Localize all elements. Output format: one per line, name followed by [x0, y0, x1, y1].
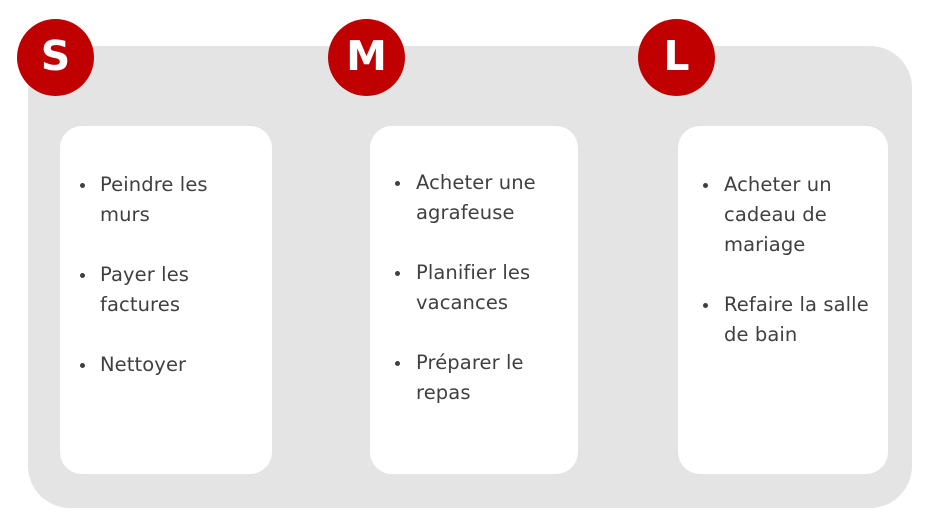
item-list-large: Acheter un cadeau de mariage Refaire la … [692, 170, 874, 350]
badge-size-large[interactable]: L [638, 19, 715, 96]
bullet-icon [395, 271, 400, 276]
bullet-icon [80, 183, 85, 188]
list-item[interactable]: Peindre les murs [74, 170, 258, 230]
list-item[interactable]: Nettoyer [74, 350, 258, 380]
list-item[interactable]: Acheter un cadeau de mariage [692, 170, 874, 260]
list-item[interactable]: Préparer le repas [384, 348, 564, 408]
bullet-icon [80, 363, 85, 368]
badge-label: L [663, 32, 690, 80]
item-list-small: Peindre les murs Payer les factures Nett… [74, 170, 258, 380]
badge-size-small[interactable]: S [17, 19, 94, 96]
badge-size-medium[interactable]: M [328, 19, 405, 96]
list-item-label: Nettoyer [100, 353, 187, 376]
list-item-label: Préparer le repas [416, 351, 524, 404]
bullet-icon [80, 273, 85, 278]
badge-label: S [40, 32, 71, 80]
list-item-label: Peindre les murs [100, 173, 208, 226]
list-item-label: Acheter une agrafeuse [416, 171, 536, 224]
badge-label: M [346, 32, 387, 80]
list-item[interactable]: Refaire la salle de bain [692, 290, 874, 350]
list-item[interactable]: Planifier les vacances [384, 258, 564, 318]
list-item-label: Payer les factures [100, 263, 190, 316]
item-list-medium: Acheter une agrafeuse Planifier les vaca… [384, 168, 564, 408]
list-item-label: Planifier les vacances [416, 261, 531, 314]
list-item[interactable]: Acheter une agrafeuse [384, 168, 564, 228]
bullet-icon [395, 361, 400, 366]
list-item[interactable]: Payer les factures [74, 260, 258, 320]
bullet-icon [395, 181, 400, 186]
list-item-label: Acheter un cadeau de mariage [724, 173, 832, 256]
bullet-icon [703, 183, 708, 188]
card-size-large[interactable]: Acheter un cadeau de mariage Refaire la … [678, 126, 888, 474]
list-item-label: Refaire la salle de bain [724, 293, 869, 346]
card-size-small[interactable]: Peindre les murs Payer les factures Nett… [60, 126, 272, 474]
card-size-medium[interactable]: Acheter une agrafeuse Planifier les vaca… [370, 126, 578, 474]
bullet-icon [703, 303, 708, 308]
